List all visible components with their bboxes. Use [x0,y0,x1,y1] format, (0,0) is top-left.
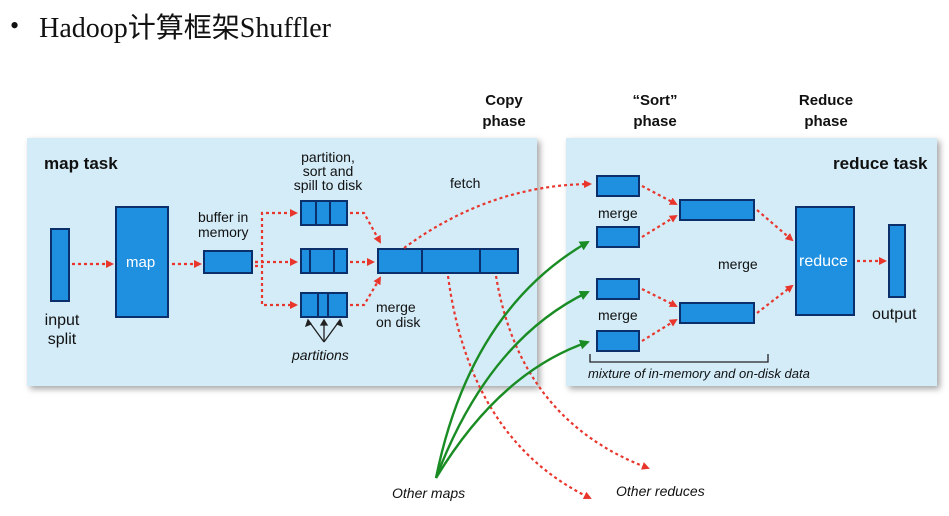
buffer-box [203,250,253,274]
other-maps-label: Other maps [392,485,466,501]
slide-title: Hadoop计算框架Shuffler [39,13,332,44]
sort-phase-label: “Sort”phase [632,92,678,130]
fetched-segment-1 [596,175,640,197]
map-box [115,206,169,318]
output-label: output [872,306,917,323]
map-task-title: map task [44,154,118,173]
spill-partition-dividers [309,201,481,317]
merge-top-label: merge [598,205,638,221]
reduce-task-title: reduce task [833,154,928,173]
bullet-icon: • [10,11,20,40]
spill-file-1 [300,200,348,226]
mixture-label: mixture of in-memory and on-disk data [588,366,810,381]
reduce-box [795,206,855,316]
fetch-label: fetch [450,175,481,191]
merged-map-output [377,248,519,274]
fetched-segment-4 [596,330,640,352]
partitions-label: partitions [292,347,349,363]
reduce-label: reduce [799,253,848,270]
input-split-box [50,228,70,302]
merge-result-top [679,199,755,221]
output-box [888,224,906,298]
merge-middle-label: merge [718,256,758,272]
fetched-segment-2 [596,226,640,248]
red-flow-arrows [72,180,887,499]
mixture-bracket [589,354,769,363]
spill-file-2 [300,248,348,274]
fetched-segment-3 [596,278,640,300]
other-reduces-label: Other reduces [616,483,705,499]
merge-result-bottom [679,302,755,324]
map-label: map [126,254,156,271]
slide-title-row: • Hadoop计算框架Shuffler [10,6,331,46]
green-other-maps-arrows [434,240,590,479]
spill-file-3 [300,292,348,318]
partitions-pointers [304,318,344,343]
merge-bottom-label: merge [598,307,638,323]
